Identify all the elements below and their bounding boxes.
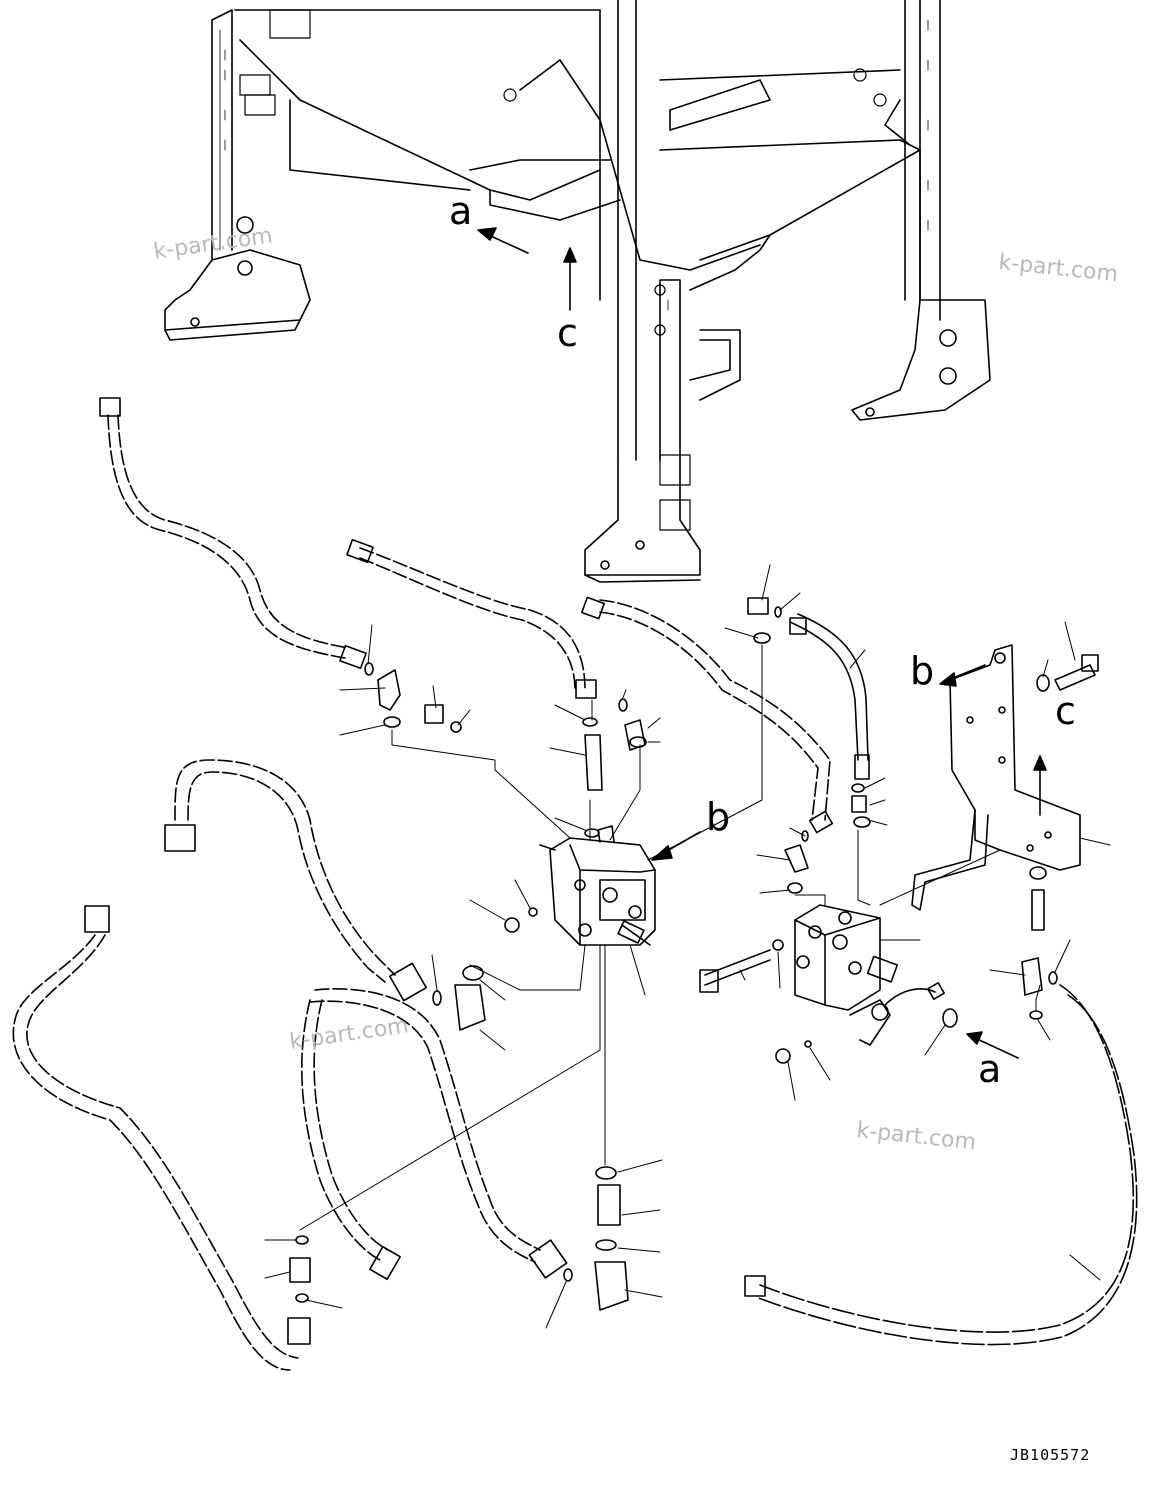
drawing-code: JB105572 bbox=[1010, 1446, 1091, 1464]
hose-right-long bbox=[755, 984, 1138, 1346]
hose-solid-right bbox=[789, 613, 869, 761]
main-valve-block bbox=[539, 825, 656, 946]
hose-upper-center bbox=[359, 547, 586, 691]
view-arrows bbox=[651, 664, 1047, 1059]
hose-fittings bbox=[84, 397, 870, 1345]
view-label-a-top: a bbox=[449, 189, 473, 233]
cab-frame bbox=[164, 0, 991, 583]
connection-lines bbox=[299, 644, 1041, 1231]
secondary-valve-block bbox=[699, 904, 945, 1046]
view-label-c-top: c bbox=[557, 311, 578, 355]
hose-left-middle bbox=[174, 759, 396, 983]
leader-lines bbox=[264, 564, 1111, 1329]
hose-bottom-left bbox=[12, 934, 299, 1371]
view-label-a-block: a bbox=[978, 1047, 1002, 1091]
hose-upper-left bbox=[107, 414, 349, 659]
view-label-b-bracket: b bbox=[910, 649, 935, 693]
small-parts bbox=[289, 597, 1058, 1311]
view-label-c-bracket: c bbox=[1055, 689, 1076, 733]
hose-upper-right bbox=[599, 599, 831, 821]
hose-bottom-middle bbox=[301, 988, 541, 1263]
mounting-bracket bbox=[911, 644, 1099, 931]
view-label-b-valve: b bbox=[706, 795, 731, 839]
